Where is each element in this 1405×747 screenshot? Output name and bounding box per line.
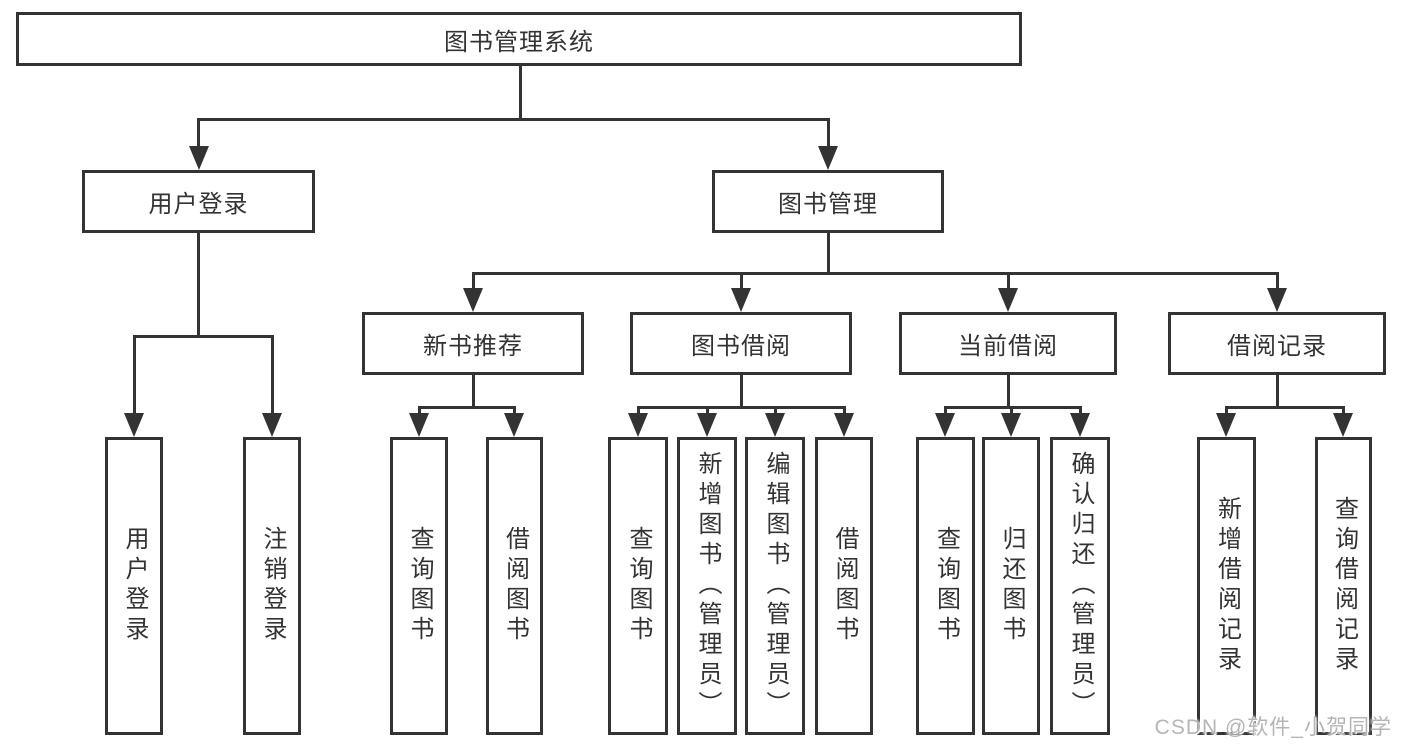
arrow-down-icon: [834, 413, 854, 437]
connector-to-leaf: [418, 406, 421, 416]
connector-to-leaf: [1225, 406, 1228, 416]
arrow-down-icon: [765, 413, 785, 437]
connector-borrow-record-stem: [1276, 375, 1279, 406]
connector-to-leaf: [637, 406, 640, 416]
connector-to-borrow-record: [1276, 272, 1279, 290]
arrow-down-icon: [935, 413, 955, 437]
leaf-return-book: 归还图书: [982, 437, 1040, 735]
connector-to-leaf: [513, 406, 516, 416]
arrow-down-icon: [731, 288, 751, 312]
node-library-management-system: 图书管理系统: [16, 12, 1022, 66]
node-user-login: 用户登录: [82, 170, 315, 233]
arrow-down-icon: [463, 288, 483, 312]
leaf-query-book-newbook: 查询图书: [390, 437, 448, 735]
connector-to-book-management: [827, 118, 830, 150]
arrow-down-icon: [697, 413, 717, 437]
node-borrow-record: 借阅记录: [1168, 312, 1386, 375]
arrow-down-icon: [1216, 413, 1236, 437]
arrow-down-icon: [1267, 288, 1287, 312]
arrow-down-icon: [1070, 413, 1090, 437]
leaf-add-book-admin: 新增图书（管理员）: [677, 437, 737, 735]
connector-root-split: [197, 118, 830, 121]
connector-to-new-book: [472, 272, 475, 290]
leaf-query-borrow-record: 查询借阅记录: [1315, 437, 1372, 735]
connector-current-borrow-stem: [1007, 375, 1010, 406]
arrow-down-icon: [189, 146, 209, 170]
arrow-down-icon: [818, 146, 838, 170]
arrow-down-icon: [628, 413, 648, 437]
leaf-user-login: 用户登录: [105, 437, 163, 735]
connector-user-login-stem: [197, 233, 200, 335]
arrow-down-icon: [409, 413, 429, 437]
connector-to-leaf: [706, 406, 709, 416]
connector-to-leaf: [944, 406, 947, 416]
connector-book-management-stem: [827, 233, 830, 272]
arrow-down-icon: [504, 413, 524, 437]
connector-to-leaf: [1342, 406, 1345, 416]
leaf-add-borrow-record: 新增借阅记录: [1197, 437, 1256, 735]
leaf-confirm-return-admin: 确认归还（管理员）: [1050, 437, 1110, 735]
connector-to-leaf: [271, 335, 274, 415]
node-new-book-recommend: 新书推荐: [362, 312, 584, 375]
connector-new-book-split: [418, 406, 516, 409]
arrow-down-icon: [1001, 413, 1021, 437]
leaf-logout-login: 注销登录: [243, 437, 301, 735]
connector-user-login-split: [133, 335, 274, 338]
connector-book-borrow-split: [637, 406, 846, 409]
connector-current-borrow-split: [944, 406, 1082, 409]
connector-book-management-split: [472, 272, 1279, 275]
node-current-borrow: 当前借阅: [899, 312, 1117, 375]
csdn-watermark: CSDN @软件_小贺同学: [1154, 716, 1392, 739]
arrow-down-icon: [262, 413, 282, 437]
connector-to-current-borrow: [1007, 272, 1010, 290]
leaf-edit-book-admin: 编辑图书（管理员）: [745, 437, 805, 735]
connector-borrow-record-split: [1225, 406, 1345, 409]
connector-to-leaf: [133, 335, 136, 415]
leaf-borrow-book-borrow: 借阅图书: [815, 437, 873, 735]
connector-new-book-stem: [472, 375, 475, 406]
leaf-query-book-current: 查询图书: [916, 437, 975, 735]
connector-root-stem: [519, 66, 522, 118]
connector-to-user-login: [197, 118, 200, 150]
connector-to-leaf: [1010, 406, 1013, 416]
leaf-borrow-book-newbook: 借阅图书: [486, 437, 543, 735]
connector-to-leaf: [843, 406, 846, 416]
node-book-borrow: 图书借阅: [630, 312, 852, 375]
arrow-down-icon: [1333, 413, 1353, 437]
connector-to-leaf: [774, 406, 777, 416]
arrow-down-icon: [998, 288, 1018, 312]
connector-to-book-borrow: [740, 272, 743, 290]
connector-to-leaf: [1079, 406, 1082, 416]
leaf-query-book-borrow: 查询图书: [608, 437, 668, 735]
node-book-management: 图书管理: [712, 170, 944, 233]
connector-book-borrow-stem: [740, 375, 743, 406]
arrow-down-icon: [124, 413, 144, 437]
